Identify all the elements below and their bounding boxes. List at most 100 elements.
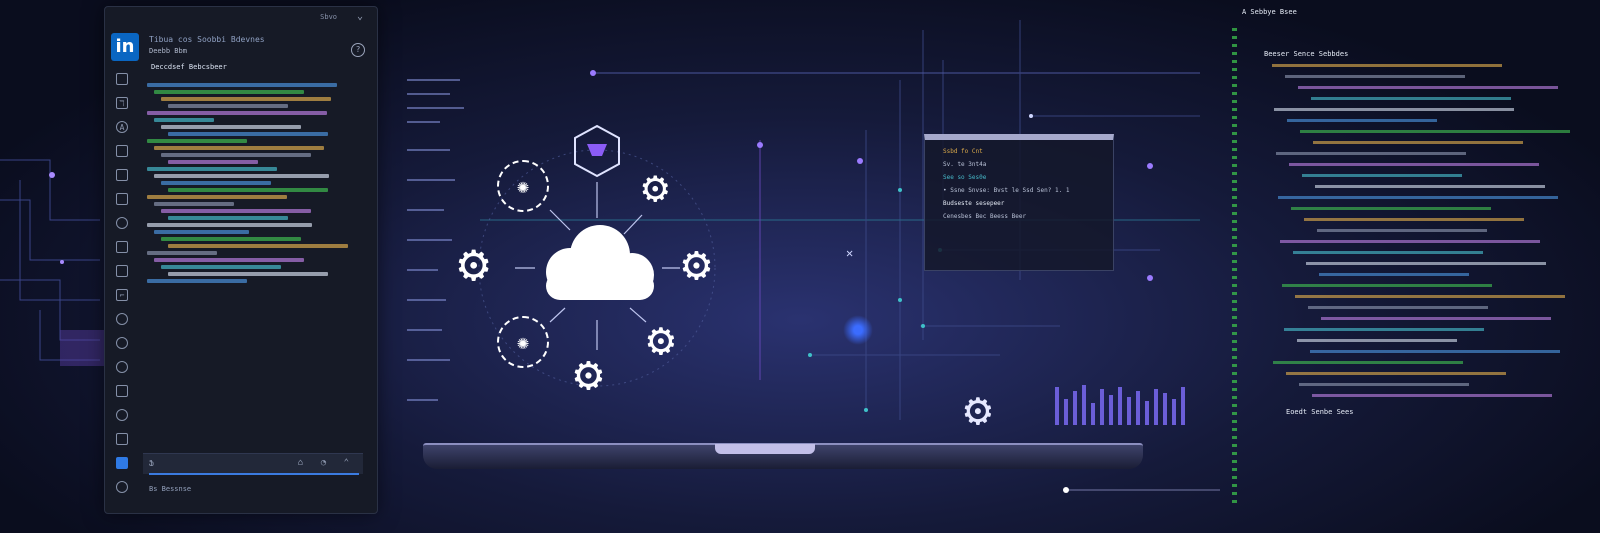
rail-item-shield-icon[interactable] bbox=[116, 385, 128, 397]
code-line: Ssbd fo Cnt bbox=[943, 148, 983, 155]
bar bbox=[1100, 389, 1104, 425]
code-line bbox=[1299, 383, 1469, 386]
rail-item-help-icon[interactable] bbox=[116, 481, 128, 493]
code-panel: Sbvo ⌄ in Tibua cos Soobbi Bdevnes Deebb… bbox=[104, 6, 378, 514]
code-line bbox=[1282, 284, 1492, 287]
rail-item-edit-icon[interactable] bbox=[116, 241, 128, 253]
code-line bbox=[1287, 119, 1437, 122]
bar bbox=[1145, 401, 1149, 425]
message-input[interactable]: Ֆ ⌂ ◔ ⌃ bbox=[143, 453, 363, 474]
code-line bbox=[1317, 229, 1487, 232]
rail-item-note-icon[interactable] bbox=[116, 169, 128, 181]
code-line bbox=[1313, 141, 1523, 144]
rail-item-doc-icon[interactable] bbox=[116, 145, 128, 157]
code-line bbox=[1297, 339, 1457, 342]
gutter-mark bbox=[1232, 388, 1237, 391]
code-line bbox=[1302, 174, 1462, 177]
code-line bbox=[1272, 64, 1502, 67]
gutter-mark bbox=[1232, 100, 1237, 103]
bar bbox=[1082, 385, 1086, 425]
code-line bbox=[154, 174, 329, 178]
linkedin-logo-icon[interactable]: in bbox=[111, 33, 139, 61]
panel-header-subtitle: Deebb Bbm bbox=[149, 47, 187, 55]
gutter-mark bbox=[1232, 300, 1237, 303]
code-editor bbox=[147, 83, 363, 286]
rail-item-person-icon[interactable]: A bbox=[116, 121, 128, 133]
code-line bbox=[1300, 130, 1570, 133]
code-line bbox=[154, 202, 234, 206]
gutter-mark bbox=[1232, 84, 1237, 87]
gear-icon: ⚙ bbox=[642, 162, 669, 213]
gutter-mark bbox=[1232, 356, 1237, 359]
gutter-mark bbox=[1232, 196, 1237, 199]
code-line bbox=[154, 230, 249, 234]
gutter-mark bbox=[1232, 60, 1237, 63]
code-line bbox=[1304, 218, 1524, 221]
rail-item-globe-icon[interactable] bbox=[116, 337, 128, 349]
rail-item-clock-icon[interactable] bbox=[116, 313, 128, 325]
code-line bbox=[168, 104, 288, 108]
gutter-mark bbox=[1232, 276, 1237, 279]
bar bbox=[1118, 387, 1122, 425]
help-icon[interactable]: ? bbox=[351, 43, 365, 57]
tool-icon: ✺ bbox=[497, 160, 549, 212]
bar bbox=[1181, 387, 1185, 425]
code-line bbox=[154, 90, 304, 94]
gear-icon: ⚙ bbox=[574, 346, 603, 402]
code-line: Budseste sesepeer bbox=[943, 200, 1005, 207]
gutter-mark bbox=[1232, 172, 1237, 175]
code-line bbox=[1289, 163, 1539, 166]
gutter-mark bbox=[1232, 68, 1237, 71]
code-line: • Ssne Snvse: Bvst le Ssd Sen? 1. 1 bbox=[943, 187, 1070, 194]
hexagon-icon bbox=[574, 124, 620, 178]
cross-icon: ✕ bbox=[846, 246, 854, 260]
rail-item-active-icon[interactable] bbox=[116, 457, 128, 469]
gutter-mark bbox=[1232, 236, 1237, 239]
panel-heading: Deccdsef Bebcsbeer bbox=[151, 63, 227, 71]
code-line bbox=[1293, 251, 1483, 254]
bar bbox=[1073, 391, 1077, 425]
panel-header-title: Tibua cos Soobbi Bdevnes bbox=[149, 35, 265, 44]
rail-item-text-icon[interactable]: ℸ bbox=[116, 97, 128, 109]
gutter-mark bbox=[1232, 220, 1237, 223]
right-code-lines bbox=[1272, 64, 1582, 405]
code-line bbox=[147, 111, 327, 115]
rail-item-card-icon[interactable] bbox=[116, 193, 128, 205]
input-action-icons[interactable]: ⌂ ◔ ⌃ bbox=[297, 458, 355, 468]
gutter-mark bbox=[1232, 228, 1237, 231]
gutter-mark bbox=[1232, 412, 1237, 415]
gutter-mark bbox=[1232, 468, 1237, 471]
gutter-mark bbox=[1232, 284, 1237, 287]
code-line bbox=[1286, 372, 1506, 375]
code-line bbox=[1321, 317, 1551, 320]
bar-visualization bbox=[1055, 385, 1203, 427]
gutter-mark bbox=[1232, 148, 1237, 151]
rail-item-link-icon[interactable]: ⌐ bbox=[116, 289, 128, 301]
code-line bbox=[1278, 196, 1558, 199]
right-code-column: A Sebbye Bsee Beeser Sence Sebbdes Eoedt… bbox=[1232, 8, 1592, 528]
chevron-down-icon[interactable]: ⌄ bbox=[356, 11, 363, 22]
bar bbox=[1127, 397, 1131, 425]
gutter-mark bbox=[1232, 164, 1237, 167]
gutter-mark bbox=[1232, 340, 1237, 343]
code-line bbox=[161, 181, 271, 185]
rail-item-target-icon[interactable] bbox=[116, 217, 128, 229]
gutter-mark bbox=[1232, 364, 1237, 367]
rail-item-info-icon[interactable] bbox=[116, 409, 128, 421]
gutter-mark bbox=[1232, 484, 1237, 487]
rail-item-bell-icon[interactable] bbox=[116, 433, 128, 445]
rail-item-image-icon[interactable] bbox=[116, 265, 128, 277]
bar bbox=[1109, 395, 1113, 425]
code-line bbox=[168, 272, 328, 276]
bar bbox=[1136, 391, 1140, 425]
rail-item-settings-icon[interactable] bbox=[116, 361, 128, 373]
header-menu-label[interactable]: Sbvo bbox=[320, 13, 337, 21]
gutter-mark bbox=[1232, 420, 1237, 423]
laptop-notch bbox=[715, 444, 815, 454]
input-prompt-icon: Ֆ bbox=[149, 459, 154, 468]
code-line bbox=[1276, 152, 1466, 155]
rail-item-compose-icon[interactable] bbox=[116, 73, 128, 85]
code-gutter bbox=[1232, 28, 1238, 518]
gutter-mark bbox=[1232, 124, 1237, 127]
bar bbox=[1091, 403, 1095, 425]
